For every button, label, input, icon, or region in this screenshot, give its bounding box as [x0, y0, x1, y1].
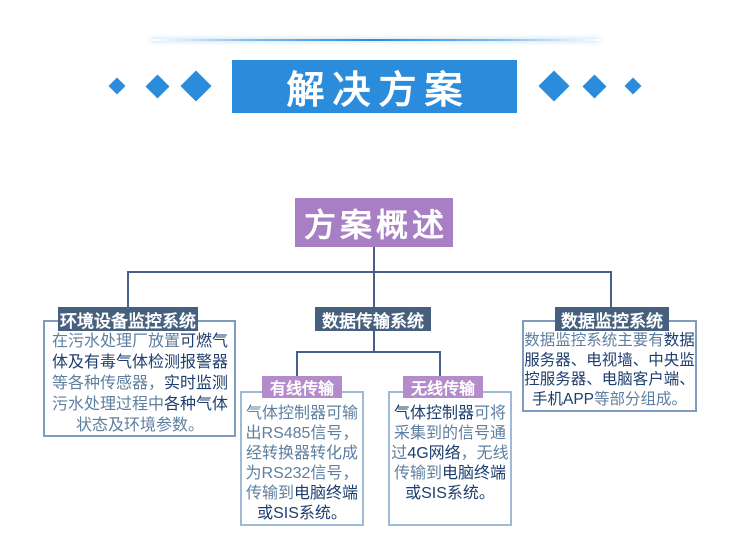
- env-monitoring-title: 环境设备监控系统: [60, 311, 196, 331]
- text-segment: 可将采集到的信号通过: [391, 405, 507, 462]
- connector-line: [127, 271, 129, 308]
- wireless-transmission-title: 无线传输: [410, 381, 475, 398]
- diamond-icon: [624, 77, 642, 95]
- diamond-icon: [180, 70, 212, 102]
- wired-transmission-text: 气体控制器可输出RS485信号，经转换器转化成为RS232信号，传输到电脑终端或…: [242, 404, 362, 524]
- data-monitoring-title: 数据监控系统: [561, 311, 663, 331]
- text-segment: 数据服务器、电视墙、中央监控服务器、电脑客户端、手机APP: [524, 332, 695, 408]
- text-segment: 气体控制器可输出RS485信号，经转换器转化成为RS232信号，传输到: [245, 405, 359, 502]
- text-segment: ，无线传输到: [393, 445, 509, 482]
- data-transmission-title: 数据传输系统: [322, 311, 424, 331]
- diamond-icon: [145, 74, 170, 99]
- text-segment: 等各种传感器，: [51, 375, 164, 392]
- wired-transmission-title: 有线传输: [269, 381, 334, 398]
- wireless-transmission-box: [388, 391, 512, 526]
- text-segment: 在污水处理厂放置: [51, 333, 180, 350]
- divider-glow-line: [150, 39, 600, 41]
- text-segment: 状态及环境参数。: [75, 417, 204, 434]
- text-segment: 4G网络: [407, 445, 461, 462]
- text-segment: 等部分组成。: [594, 390, 688, 408]
- text-segment: 可燃气体及有毒气体检测报警器: [51, 333, 229, 371]
- text-segment: 各种气体: [164, 396, 229, 413]
- diamond-icon: [582, 74, 607, 99]
- connector-line: [373, 329, 375, 353]
- wireless-transmission-text: 气体控制器可将采集到的信号通过4G网络，无线传输到电脑终端或SIS系统。: [390, 404, 510, 504]
- connector-line: [610, 271, 612, 308]
- env-monitoring-text: 在污水处理厂放置可燃气体及有毒气体检测报警器等各种传感器，实时监测污水处理过程中…: [48, 331, 232, 436]
- connector-line: [439, 351, 441, 377]
- diamond-icon: [108, 77, 126, 95]
- data-transmission-header: 数据传输系统: [315, 307, 431, 331]
- diamond-icon: [538, 70, 570, 102]
- connector-line: [296, 351, 298, 377]
- connector-line: [373, 271, 375, 308]
- env-monitoring-header: 环境设备监控系统: [58, 307, 198, 331]
- text-segment: 污水处理过程中: [51, 396, 164, 413]
- data-monitoring-header: 数据监控系统: [555, 307, 669, 331]
- section-title-banner: 解决方案: [232, 60, 517, 113]
- connector-line: [127, 271, 612, 273]
- connector-line: [373, 247, 375, 273]
- wired-transmission-header: 有线传输: [262, 376, 342, 398]
- text-segment: 实时监测: [164, 375, 229, 392]
- data-monitoring-text: 数据监控系统主要有数据服务器、电视墙、中央监控服务器、电脑客户端、手机APP等部…: [524, 331, 695, 409]
- wired-transmission-box: [240, 391, 364, 526]
- section-title: 解决方案: [286, 70, 471, 112]
- text-segment: 电脑终端或SIS系统。: [257, 485, 359, 522]
- overview-label: 方案概述: [303, 206, 448, 243]
- text-segment: 气体控制器: [393, 405, 474, 422]
- text-segment: 电脑终端或SIS系统。: [405, 465, 507, 502]
- text-segment: 数据监控系统主要有: [524, 332, 664, 349]
- wireless-transmission-header: 无线传输: [403, 376, 483, 398]
- overview-node: 方案概述: [295, 198, 453, 247]
- connector-line: [296, 351, 441, 353]
